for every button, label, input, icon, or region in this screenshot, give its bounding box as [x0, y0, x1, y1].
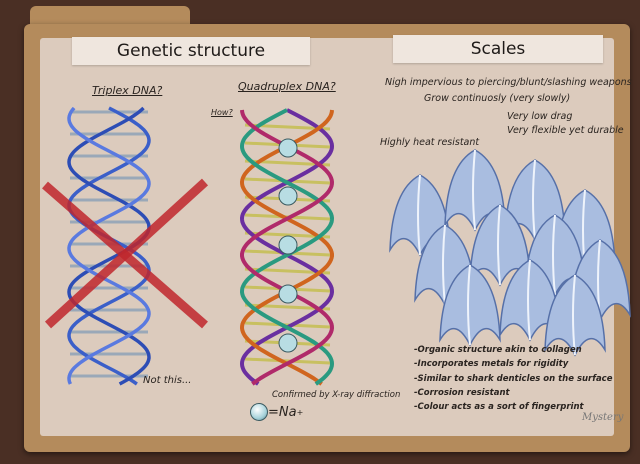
scale-bullets: -Organic structure akin to collagen -Inc…: [414, 343, 613, 414]
scale-note: Very flexible yet durable: [507, 125, 624, 136]
sodium-legend: =Na+: [250, 403, 303, 421]
scale-denticle: [544, 274, 606, 357]
scale-ridge: [572, 274, 576, 356]
confirmed-label: Confirmed by X-ray diffraction: [272, 390, 401, 400]
signature: Mystery: [582, 412, 624, 423]
scale-note: Grow continuosly (very slowly): [424, 93, 571, 104]
bullet: -Colour acts as a sort of fingerprint: [414, 402, 584, 413]
quadruplex-strand: [239, 108, 335, 386]
triplex-strand: [67, 106, 151, 385]
sodium-ion-icon: [278, 186, 298, 206]
bullet: -Similar to shark denticles on the surfa…: [414, 373, 613, 384]
sodium-ion-icon: [278, 138, 298, 158]
red-cross-icon: [44, 178, 209, 329]
sodium-charge: +: [296, 407, 304, 417]
scale-ridge: [442, 224, 446, 306]
quadruplex-label: Quadruplex DNA?: [238, 80, 336, 93]
scales-title: Scales: [393, 35, 603, 63]
scale-ridge: [472, 149, 476, 231]
triplex-label: Triplex DNA?: [92, 84, 163, 97]
how-label: How?: [211, 108, 233, 117]
genetic-structure-title: Genetic structure: [72, 37, 310, 65]
sodium-ion-icon: [278, 235, 298, 255]
base-pair-rung: [244, 357, 331, 365]
sodium-ion-icon: [278, 333, 298, 353]
scale-ridge: [497, 204, 501, 286]
bullet: -Corrosion resistant: [414, 387, 510, 398]
bullet: -Organic structure akin to collagen: [414, 345, 582, 355]
quadruplex-strand: [239, 109, 334, 386]
scale-ridge: [467, 264, 471, 346]
scale-note: Very low drag: [507, 111, 573, 122]
sodium-ion-icon: [278, 284, 298, 304]
scale-ridge: [532, 159, 536, 241]
triplex-strand: [67, 106, 151, 386]
quadruplex-strand: [239, 108, 335, 386]
sodium-label: =Na: [268, 404, 297, 420]
not-this-label: Not this...: [143, 375, 192, 386]
scale-ridge: [552, 214, 556, 296]
quadruplex-strand: [240, 109, 335, 386]
scale-ridge: [417, 174, 421, 256]
scale-note: Nigh impervious to piercing/blunt/slashi…: [385, 77, 632, 88]
sodium-ion-icon: [250, 403, 268, 421]
bullet: -Incorporates metals for rigidity: [414, 359, 569, 370]
scale-note: Highly heat resistant: [380, 137, 480, 148]
scale-ridge: [527, 259, 531, 341]
scale-denticle: [439, 264, 501, 347]
